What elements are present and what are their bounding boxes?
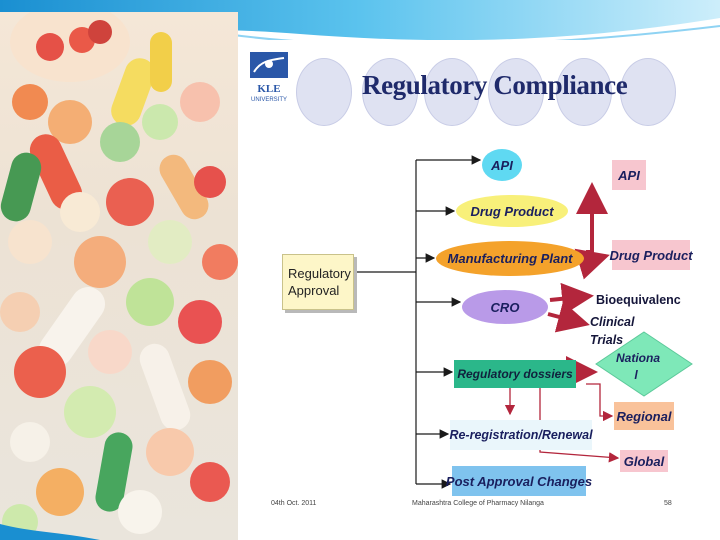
regulatory-dossiers-node: Regulatory dossiers (454, 360, 576, 388)
clinical-line-2: Trials (590, 333, 624, 347)
logo-university-text: UNIVERSITY (251, 97, 287, 103)
footer-college: Maharashtra College of Pharmacy Nilanga (412, 500, 544, 507)
slide-title: Regulatory Compliance (362, 70, 628, 100)
cro-node: CRO (462, 290, 548, 324)
clinical-trials-label: Clinical Trials (590, 312, 640, 350)
footer-date: 04th Oct. 2011 (271, 500, 317, 507)
kle-university-logo: KLE UNIVERSITY (250, 52, 288, 103)
trunk-lines (354, 155, 482, 489)
pills-illustration (0, 12, 238, 540)
drug-product-node: Drug Product (456, 195, 568, 227)
footer-page-number: 58 (664, 500, 672, 507)
clinical-line-1: Clinical (590, 315, 635, 329)
approval-line-2: Approval (288, 283, 340, 298)
approval-line-1: Regulatory (288, 266, 351, 281)
api-node: API (482, 149, 522, 181)
national-line-2: l (634, 368, 638, 382)
bottom-wave-decoration (0, 524, 100, 540)
decorative-circle (556, 58, 612, 126)
decorative-circle (296, 58, 352, 126)
post-approval-changes-node: Post Approval Changes (446, 466, 592, 496)
thin-red-arrows (504, 383, 620, 463)
decorative-circle (488, 58, 544, 126)
regulatory-approval-box: Regulatory Approval (282, 254, 354, 310)
regional-node: Regional (614, 402, 674, 430)
manufacturing-plant-node: Manufacturing Plant (436, 241, 584, 276)
global-node: Global (620, 450, 668, 472)
plant-api-output: API (612, 160, 646, 190)
re-registration-node: Re-registration/Renewal (449, 420, 593, 450)
national-diamond (595, 331, 693, 397)
national-label: Nationa l (616, 350, 661, 384)
national-line-1: Nationa (616, 351, 661, 365)
bioequivalence-label: Bioequivalenc (596, 293, 681, 307)
plant-drug-product-output: Drug Product (609, 240, 693, 270)
decorative-circle (620, 58, 676, 126)
red-arrows (547, 182, 610, 388)
logo-kle-text: KLE (257, 83, 280, 95)
decorative-circle (362, 58, 418, 126)
pills-photo (0, 12, 238, 540)
decorative-circle (424, 58, 480, 126)
